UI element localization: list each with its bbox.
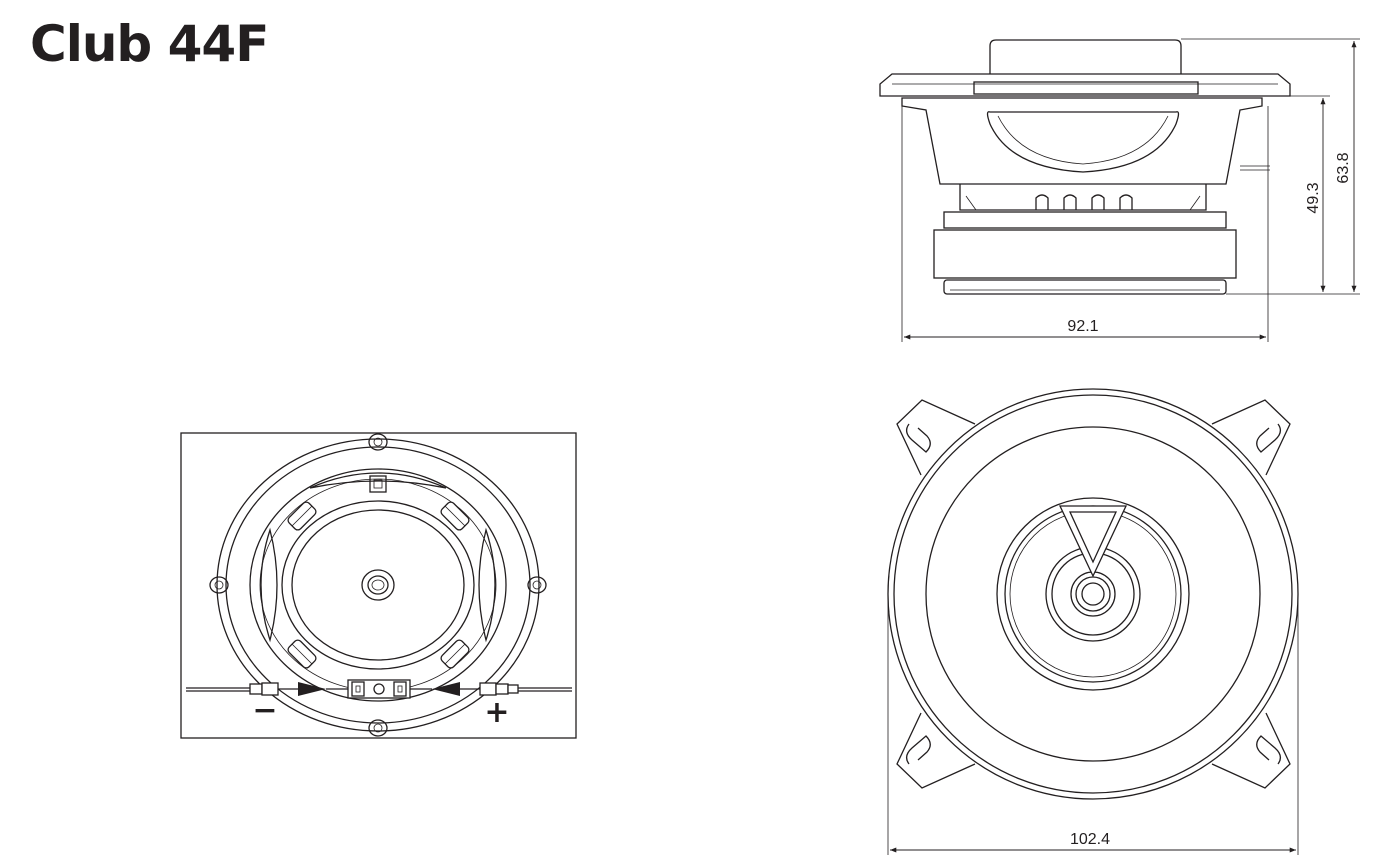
front-tab-top-left — [896, 399, 976, 476]
terminal-positive-label: + — [484, 695, 509, 730]
speaker-basket — [901, 97, 1263, 185]
magnet — [933, 229, 1237, 279]
dim-side-height-mount: 49.3 — [1305, 182, 1322, 213]
front-view: 102.4 — [887, 388, 1299, 855]
dim-side-width: 92.1 — [1067, 318, 1098, 335]
dim-front-width: 102.4 — [1070, 831, 1110, 848]
front-outer-frame — [887, 388, 1299, 800]
tweeter-bridge — [1058, 505, 1128, 578]
mount-ear-bottom — [368, 719, 388, 737]
mount-ear-right — [527, 576, 547, 594]
tweeter-cap — [989, 39, 1182, 74]
dim-side-height-total: 63.8 — [1335, 152, 1352, 183]
page-title: Club 44F — [30, 15, 269, 73]
motor-housing — [281, 500, 475, 670]
mount-ear-left — [209, 576, 229, 594]
front-tab-top-right — [1211, 399, 1291, 476]
front-tab-bottom-right — [1211, 712, 1291, 789]
rear-top-tab — [369, 475, 387, 493]
terminal-negative-label: − — [252, 693, 277, 728]
rear-outer-ring — [216, 438, 540, 732]
front-tab-bottom-left — [896, 712, 976, 789]
side-view: 92.1 63.8 49.3 — [879, 38, 1360, 342]
mounting-flange — [879, 73, 1291, 97]
front-cone — [996, 497, 1190, 691]
back-plate — [943, 279, 1227, 295]
magnet-plate — [943, 211, 1227, 229]
rear-center-vent — [361, 569, 395, 601]
front-surround — [925, 426, 1261, 762]
rear-view-frame — [180, 432, 577, 739]
rear-view: − + — [180, 432, 577, 739]
basket-window — [986, 111, 1180, 173]
mount-ear-top — [368, 433, 388, 451]
